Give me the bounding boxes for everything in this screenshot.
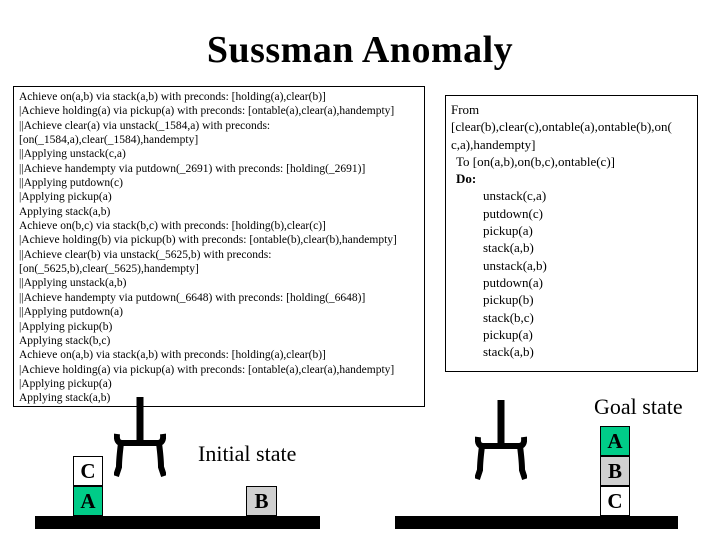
plan-step: pickup(a) [483,326,533,342]
trace-line: [on(_5625,b),clear(_5625),handempty] [19,263,199,276]
plan-step: pickup(a) [483,223,533,239]
trace-line: [on(_1584,a),clear(_1584),handempty] [19,134,199,147]
plan-step: stack(a,b) [483,240,534,256]
trace-line: ||Applying unstack(c,a) [19,148,126,161]
trace-line: ||Achieve handempty via putdown(_2691) w… [19,162,366,175]
plan-step: unstack(c,a) [483,188,547,204]
initial-state-label: Initial state [198,441,297,466]
block-a-initial: A [73,486,103,516]
trace-line: Achieve on(b,c) via stack(b,c) with prec… [19,220,326,233]
slide-title: Sussman Anomaly [206,29,514,71]
trace-line: |Achieve holding(a) via pickup(a) with p… [19,363,395,376]
trace-line: ||Applying putdown(c) [19,177,123,190]
trace-line: Applying stack(a,b) [19,392,111,405]
trace-line: ||Applying putdown(a) [19,306,123,319]
trace-line: |Applying pickup(a) [19,191,112,204]
block-a-goal: A [600,426,630,456]
plan-steps-list: unstack(c,a)putdown(c)pickup(a)stack(a,b… [451,187,697,360]
trace-line: |Applying pickup(b) [19,320,113,333]
goal-state-label: Goal state [594,394,683,419]
plan-step: stack(b,c) [483,309,534,325]
trace-line: |Applying pickup(a) [19,377,112,390]
trace-line: Applying stack(a,b) [19,205,111,218]
plan-to-line: To [on(a,b),on(b,c),ontable(c)] [456,153,615,169]
plan-from-state-cont: c,a),handempty] [451,136,536,152]
plan-from-label: From [451,102,480,117]
table-goal [395,516,678,529]
block-c-goal: C [600,486,630,516]
trace-line: Achieve on(a,b) via stack(a,b) with prec… [19,349,326,362]
trace-line: ||Achieve clear(b) via unstack(_5625,b) … [19,248,272,261]
trace-line: ||Applying unstack(a,b) [19,277,127,290]
plan-step: pickup(b) [483,292,534,308]
plan-do-label: Do: [456,171,477,187]
plan-step: unstack(a,b) [483,257,547,273]
table-initial [35,516,320,529]
plan-summary-box: From [clear(b),clear(c),ontable(a),ontab… [445,95,698,372]
plan-from-state: [clear(b),clear(c),ontable(a),ontable(b)… [451,119,672,135]
gripper-icon [114,397,166,477]
block-b-initial: B [246,486,277,516]
trace-line: Achieve on(a,b) via stack(a,b) with prec… [19,91,326,103]
gripper-icon [475,400,527,480]
block-c-initial: C [73,456,103,486]
trace-line: Applying stack(b,c) [19,334,111,347]
plan-step: putdown(a) [483,274,543,290]
trace-line: ||Achieve handempty via putdown(_6648) w… [19,291,366,304]
trace-line: |Achieve holding(b) via pickup(b) with p… [19,234,397,247]
plan-step: stack(a,b) [483,344,534,360]
trace-line: |Achieve holding(a) via pickup(a) with p… [19,105,395,118]
plan-step: putdown(c) [483,205,543,221]
planner-trace-box: Achieve on(a,b) via stack(a,b) with prec… [13,86,425,407]
trace-line: ||Achieve clear(a) via unstack(_1584,a) … [19,119,271,132]
block-b-goal: B [600,456,630,486]
